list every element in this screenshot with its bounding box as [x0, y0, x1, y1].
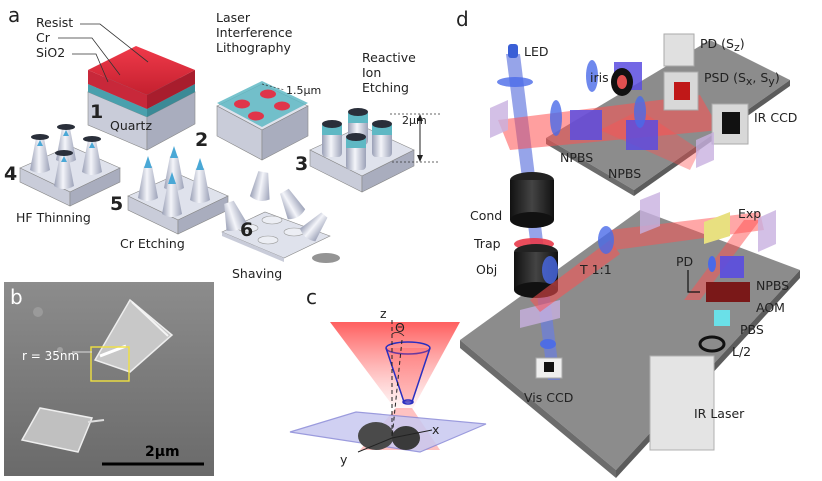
step1-substrate — [87, 46, 196, 151]
x-axis — [391, 429, 433, 439]
panel-c: c z Θ x y — [289, 285, 487, 467]
label-cond: Cond — [470, 208, 502, 223]
label-trap: Trap — [473, 236, 501, 251]
step-3-num: 3 — [295, 153, 308, 175]
step-5-label: Cr Etching — [120, 236, 185, 251]
step-2-num: 2 — [195, 129, 208, 151]
cone — [30, 134, 50, 173]
step-6-label: Shaving — [232, 266, 282, 281]
pitch-label: 1.5μm — [286, 84, 321, 97]
expander — [704, 212, 730, 244]
step5-block — [127, 146, 229, 235]
pillar — [346, 133, 366, 170]
label-npbs-2: NPBS — [608, 166, 641, 181]
step-6-num: 6 — [240, 219, 253, 241]
cr-leader — [58, 37, 121, 76]
panel-c-letter: c — [306, 285, 317, 309]
aom — [706, 282, 750, 302]
axis-z: z — [380, 306, 387, 321]
label-led: LED — [524, 44, 549, 59]
panel-a-letter: a — [8, 3, 20, 27]
resist-leader — [80, 23, 149, 63]
layer-sio2: SiO2 — [36, 45, 65, 60]
label-aom: AOM — [756, 300, 785, 315]
pillar — [372, 120, 392, 157]
sem-tip-lower — [20, 407, 105, 453]
layer-resist: Resist — [36, 15, 73, 30]
label-l2: L/2 — [732, 344, 751, 359]
panel-b: 2μm r = 35nm b — [4, 282, 214, 476]
label-pd-2: PD — [676, 254, 693, 269]
radius-label: r = 35nm — [22, 349, 79, 363]
label-ir-ccd: IR CCD — [754, 110, 797, 125]
pbs-cube — [714, 310, 730, 326]
axis-theta: Θ — [395, 320, 405, 335]
sio2-leader — [72, 53, 109, 83]
layer-cr: Cr — [36, 30, 51, 45]
label-npbs-1: NPBS — [560, 150, 593, 165]
y-axis — [357, 437, 393, 453]
step-4-label: HF Thinning — [16, 210, 91, 225]
particle-left — [358, 422, 394, 450]
cone — [54, 150, 74, 189]
label-t11: T 1:1 — [579, 262, 612, 277]
npbs-cube-3 — [720, 256, 744, 278]
cone — [138, 156, 158, 201]
height-label: 2μm — [402, 114, 427, 127]
led-icon — [508, 44, 518, 58]
label-obj: Obj — [476, 262, 497, 277]
tip-cone — [385, 341, 431, 405]
zoom-box — [90, 346, 130, 382]
laser-cone-upper — [330, 322, 460, 410]
step3-block — [309, 108, 415, 193]
scalebar-label: 2μm — [145, 444, 180, 460]
half-wave-plate — [698, 335, 726, 353]
ir-ccd — [711, 103, 749, 145]
step-4-num: 4 — [4, 163, 17, 185]
panel-a: a Quartz 1 Resist Cr SiO2 — [4, 3, 440, 281]
ir-laser — [649, 355, 715, 451]
npbs-cube-1 — [570, 110, 602, 140]
cone — [162, 172, 182, 217]
lower-laser-beam — [530, 240, 620, 312]
pillar — [322, 120, 342, 157]
label-pbs: PBS — [740, 322, 764, 337]
label-psd: PSD (Sx, Sy) — [704, 70, 780, 88]
panel-b-letter: b — [10, 285, 23, 309]
step-5-num: 5 — [110, 193, 123, 215]
step4-block — [19, 124, 121, 207]
lower-breadboard — [460, 210, 800, 470]
step2-block — [216, 81, 309, 161]
label-npbs-3: NPBS — [756, 278, 789, 293]
step-1-num: 1 — [90, 101, 103, 123]
label-iris: iris — [590, 70, 609, 85]
cone — [190, 158, 210, 203]
label-exp: Exp — [738, 206, 761, 221]
particle-right — [392, 426, 420, 450]
axis-x: x — [432, 422, 439, 437]
label-pd-top: PD (Sz) — [700, 36, 745, 54]
label-vis-ccd: Vis CCD — [524, 390, 573, 405]
axis-y: y — [340, 452, 348, 467]
panel-d: d — [456, 7, 800, 478]
panel-d-letter: d — [456, 7, 469, 31]
step6-block — [221, 171, 340, 263]
pd-detector — [663, 33, 695, 67]
label-ir-laser: IR Laser — [694, 406, 745, 421]
cone — [82, 136, 102, 175]
substrate-label: Quartz — [110, 118, 152, 133]
